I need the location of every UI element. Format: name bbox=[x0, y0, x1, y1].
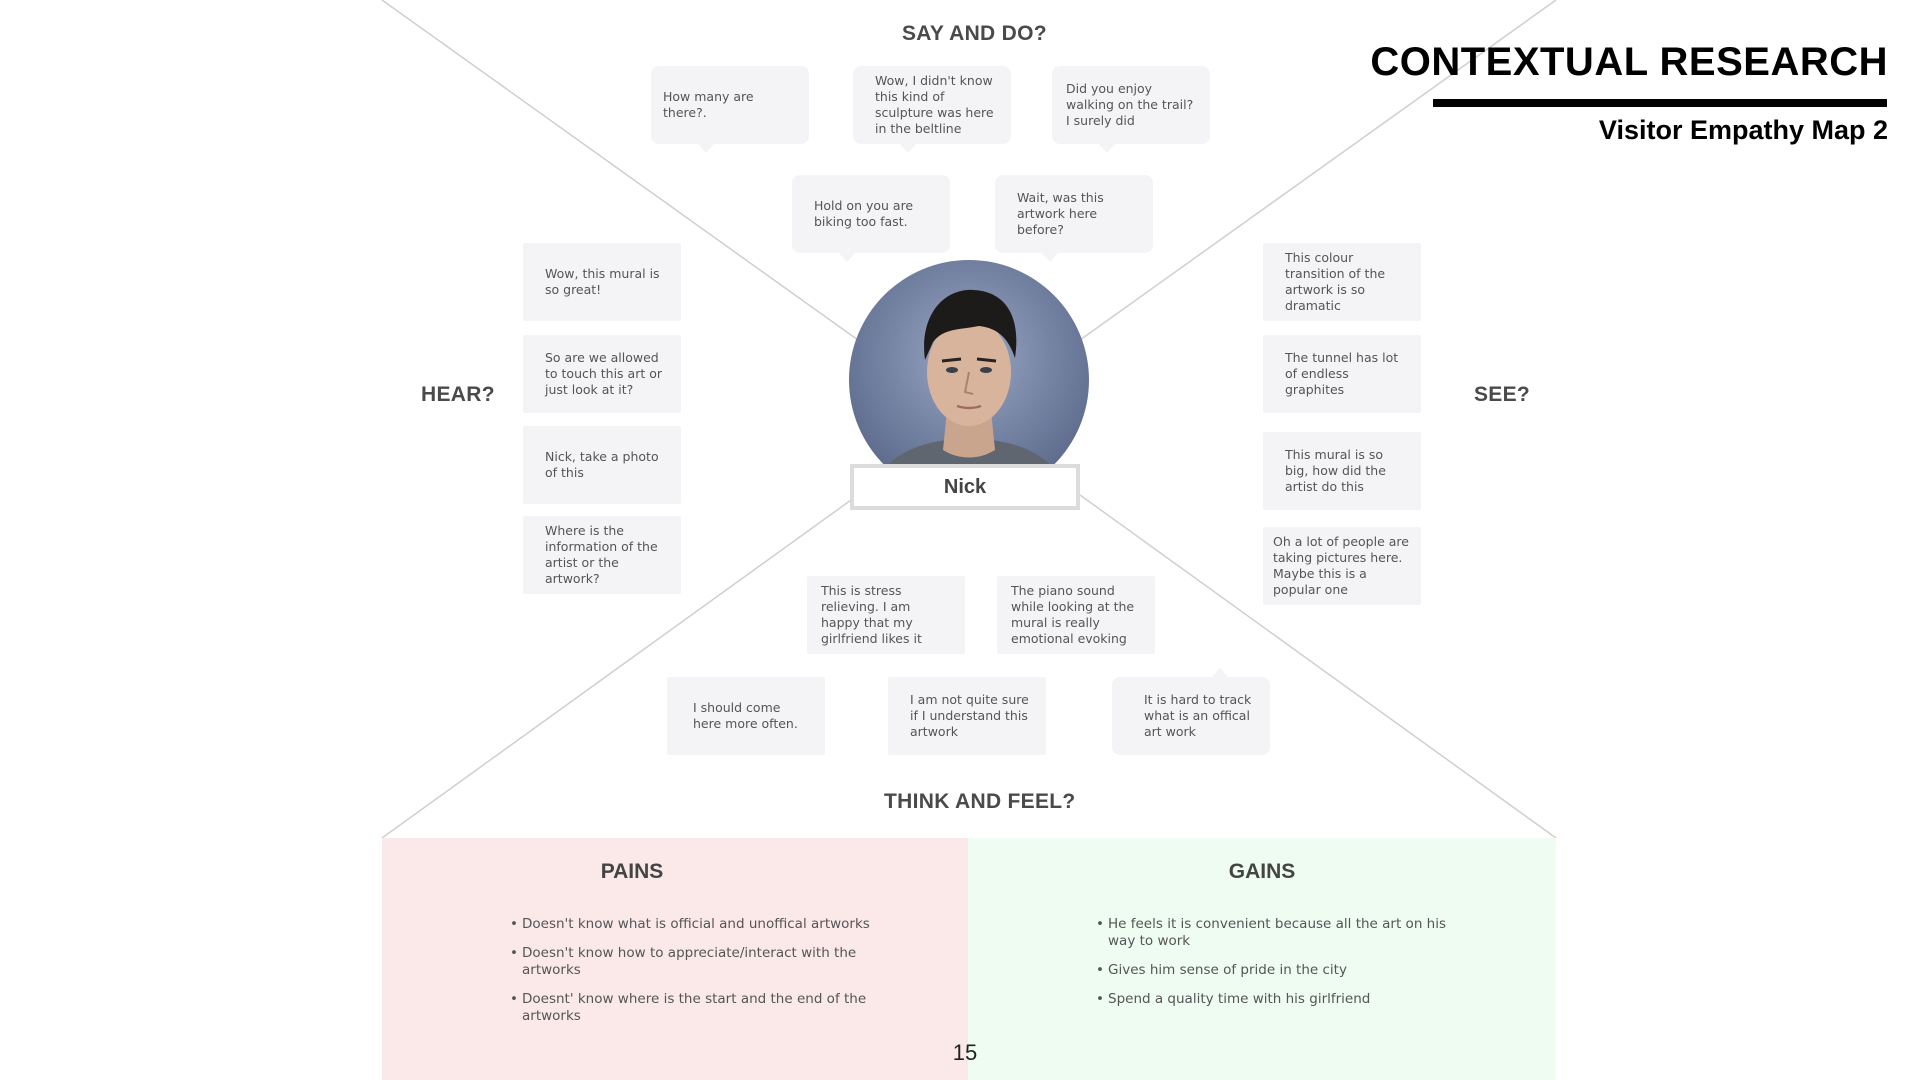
bubble-text: Hold on you are biking too fast. bbox=[814, 198, 914, 229]
bubble-text: Wow, this mural is so great! bbox=[545, 266, 660, 297]
divider-top-right bbox=[1079, 0, 1557, 341]
think-feel-label: THINK AND FEEL? bbox=[884, 790, 1076, 813]
gains-panel: GAINS He feels it is convenient because … bbox=[968, 838, 1556, 1080]
hair bbox=[924, 289, 1017, 360]
bubble-tail bbox=[1098, 143, 1116, 153]
think-feel-bubble: The piano sound while looking at the mur… bbox=[997, 576, 1155, 654]
gains-item: Gives him sense of pride in the city bbox=[1096, 962, 1446, 979]
bubble-text: The tunnel has lot of endless graphites bbox=[1285, 350, 1399, 397]
nose bbox=[963, 371, 974, 395]
bubble-text: Wait, was this artwork here before? bbox=[1017, 190, 1104, 237]
gains-title: GAINS bbox=[1228, 860, 1296, 883]
bubble-tail bbox=[899, 143, 917, 153]
slide-subtitle: Visitor Empathy Map 2 bbox=[1598, 115, 1888, 145]
bubble-tail bbox=[1211, 668, 1229, 678]
say-do-bubble: Did you enjoy walking on the trail? I su… bbox=[1052, 66, 1210, 153]
hear-bubble: Where is the information of the artist o… bbox=[523, 516, 681, 594]
bubble-text: This is stress relieving. I am happy tha… bbox=[821, 583, 922, 646]
see-bubble: This colour transition of the artwork is… bbox=[1263, 243, 1421, 321]
persona-avatar bbox=[849, 260, 1089, 500]
gains-item: Spend a quality time with his girlfriend bbox=[1096, 991, 1446, 1008]
think-feel-bubble: This is stress relieving. I am happy tha… bbox=[807, 576, 965, 654]
bubble-text: Did you enjoy walking on the trail? I su… bbox=[1066, 81, 1194, 128]
hear-bubble: Nick, take a photo of this bbox=[523, 426, 681, 504]
see-bubble: This mural is so big, how did the artist… bbox=[1263, 432, 1421, 510]
title-underline bbox=[1433, 99, 1887, 107]
say-do-label: SAY AND DO? bbox=[902, 22, 1047, 45]
right-eye bbox=[980, 367, 992, 373]
bubble-tail bbox=[1041, 252, 1059, 262]
hear-label: HEAR? bbox=[421, 383, 495, 406]
bubble-text: So are we allowed to touch this art or j… bbox=[545, 350, 663, 397]
bubble-text: It is hard to track what is an offical a… bbox=[1144, 692, 1252, 739]
think-feel-bubble: I am not quite sure if I understand this… bbox=[888, 677, 1046, 755]
gains-item: He feels it is convenient because all th… bbox=[1096, 916, 1446, 950]
say-do-bubble: Wait, was this artwork here before? bbox=[995, 175, 1153, 262]
left-brow bbox=[941, 357, 962, 363]
bubble-text: I should come here more often. bbox=[693, 700, 798, 731]
divider-bottom-right bbox=[1079, 494, 1557, 839]
bubble-text: Where is the information of the artist o… bbox=[545, 523, 658, 586]
bubble-text: Wow, I didn't know this kind of sculptur… bbox=[875, 73, 994, 136]
bubble-text: The piano sound while looking at the mur… bbox=[1011, 583, 1135, 646]
persona-name-box: Nick bbox=[850, 464, 1080, 510]
hear-bubble: Wow, this mural is so great! bbox=[523, 243, 681, 321]
page-number: 15 bbox=[952, 1040, 978, 1065]
divider-top-left bbox=[381, 0, 859, 341]
bubble-text: Oh a lot of people are taking pictures h… bbox=[1273, 534, 1409, 597]
bubble-text: This colour transition of the artwork is… bbox=[1285, 250, 1386, 313]
pains-item: Doesnt' know where is the start and the … bbox=[510, 991, 870, 1025]
see-bubble: Oh a lot of people are taking pictures h… bbox=[1263, 527, 1421, 605]
bubble-text: This mural is so big, how did the artist… bbox=[1285, 447, 1386, 494]
right-brow bbox=[976, 357, 997, 363]
see-bubble: The tunnel has lot of endless graphites bbox=[1263, 335, 1421, 413]
pains-item: Doesn't know how to appreciate/interact … bbox=[510, 945, 870, 979]
see-label: SEE? bbox=[1474, 383, 1531, 406]
pains-list: Doesn't know what is official and unoffi… bbox=[510, 916, 870, 1037]
bubble-text: Nick, take a photo of this bbox=[545, 449, 659, 480]
bubble-tail bbox=[838, 252, 856, 262]
think-feel-bubble: I should come here more often. bbox=[667, 677, 825, 755]
say-do-bubble: Hold on you are biking too fast. bbox=[792, 175, 950, 262]
think-feel-bubble: It is hard to track what is an offical a… bbox=[1112, 668, 1270, 755]
bubble-text: How many are there?. bbox=[663, 89, 754, 120]
pains-item: Doesn't know what is official and unoffi… bbox=[510, 916, 870, 933]
pains-panel: PAINS Doesn't know what is official and … bbox=[382, 838, 968, 1080]
mouth bbox=[956, 404, 982, 410]
slide-title: CONTEXTUAL RESEARCH bbox=[1370, 40, 1888, 84]
hear-bubble: So are we allowed to touch this art or j… bbox=[523, 335, 681, 413]
pains-title: PAINS bbox=[600, 860, 664, 883]
say-do-bubble: How many are there?. bbox=[651, 66, 809, 153]
divider-bottom-left bbox=[381, 494, 859, 839]
say-do-bubble: Wow, I didn't know this kind of sculptur… bbox=[853, 66, 1011, 153]
bubble-tail bbox=[697, 143, 715, 153]
left-eye bbox=[946, 367, 958, 373]
bubble-text: I am not quite sure if I understand this… bbox=[910, 692, 1029, 739]
gains-list: He feels it is convenient because all th… bbox=[1096, 916, 1446, 1020]
